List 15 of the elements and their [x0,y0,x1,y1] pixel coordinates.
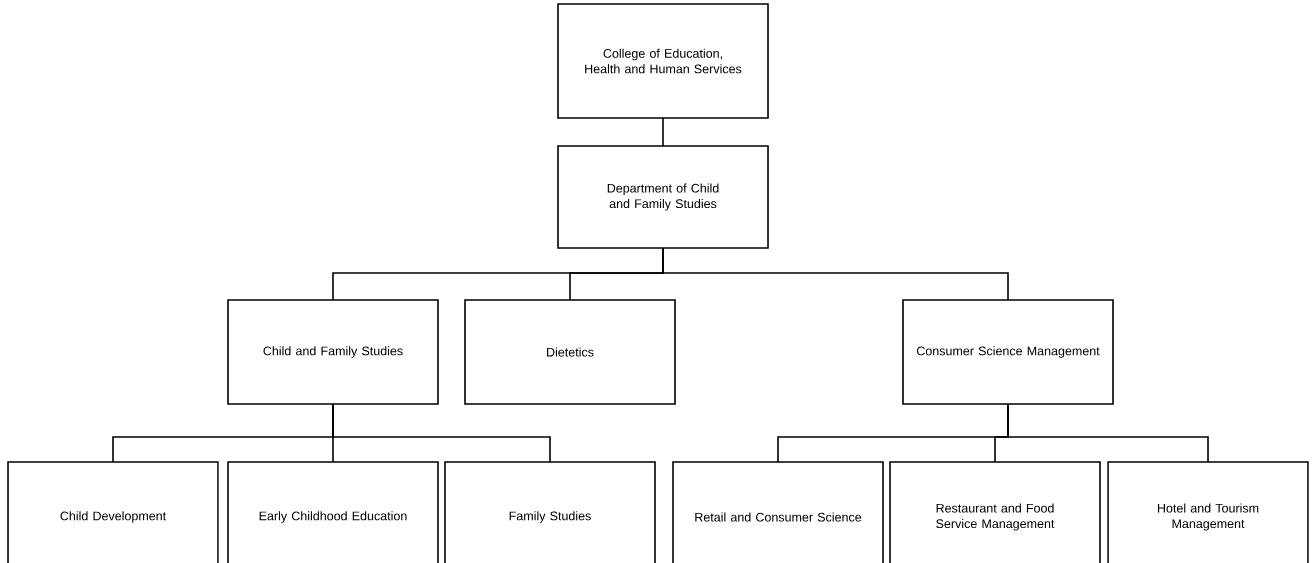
connector-line [332,403,551,463]
connector-line [1007,403,1209,463]
org-box: Early Childhood Education [227,461,439,563]
connector-line [662,247,1009,301]
org-box: Child Development [7,461,219,563]
org-box: Restaurant and Food Service Management [889,461,1101,563]
org-box: Dietetics [464,299,676,405]
connector-line [662,117,664,147]
org-box: Consumer Science Management [902,299,1114,405]
org-box: Family Studies [444,461,656,563]
org-box: Child and Family Studies [227,299,439,405]
org-box: Department of Child and Family Studies [557,145,769,249]
org-box: Hotel and Tourism Management [1107,461,1309,563]
org-box: Retail and Consumer Science [672,461,884,563]
org-box: College of Education, Health and Human Services [557,3,769,119]
